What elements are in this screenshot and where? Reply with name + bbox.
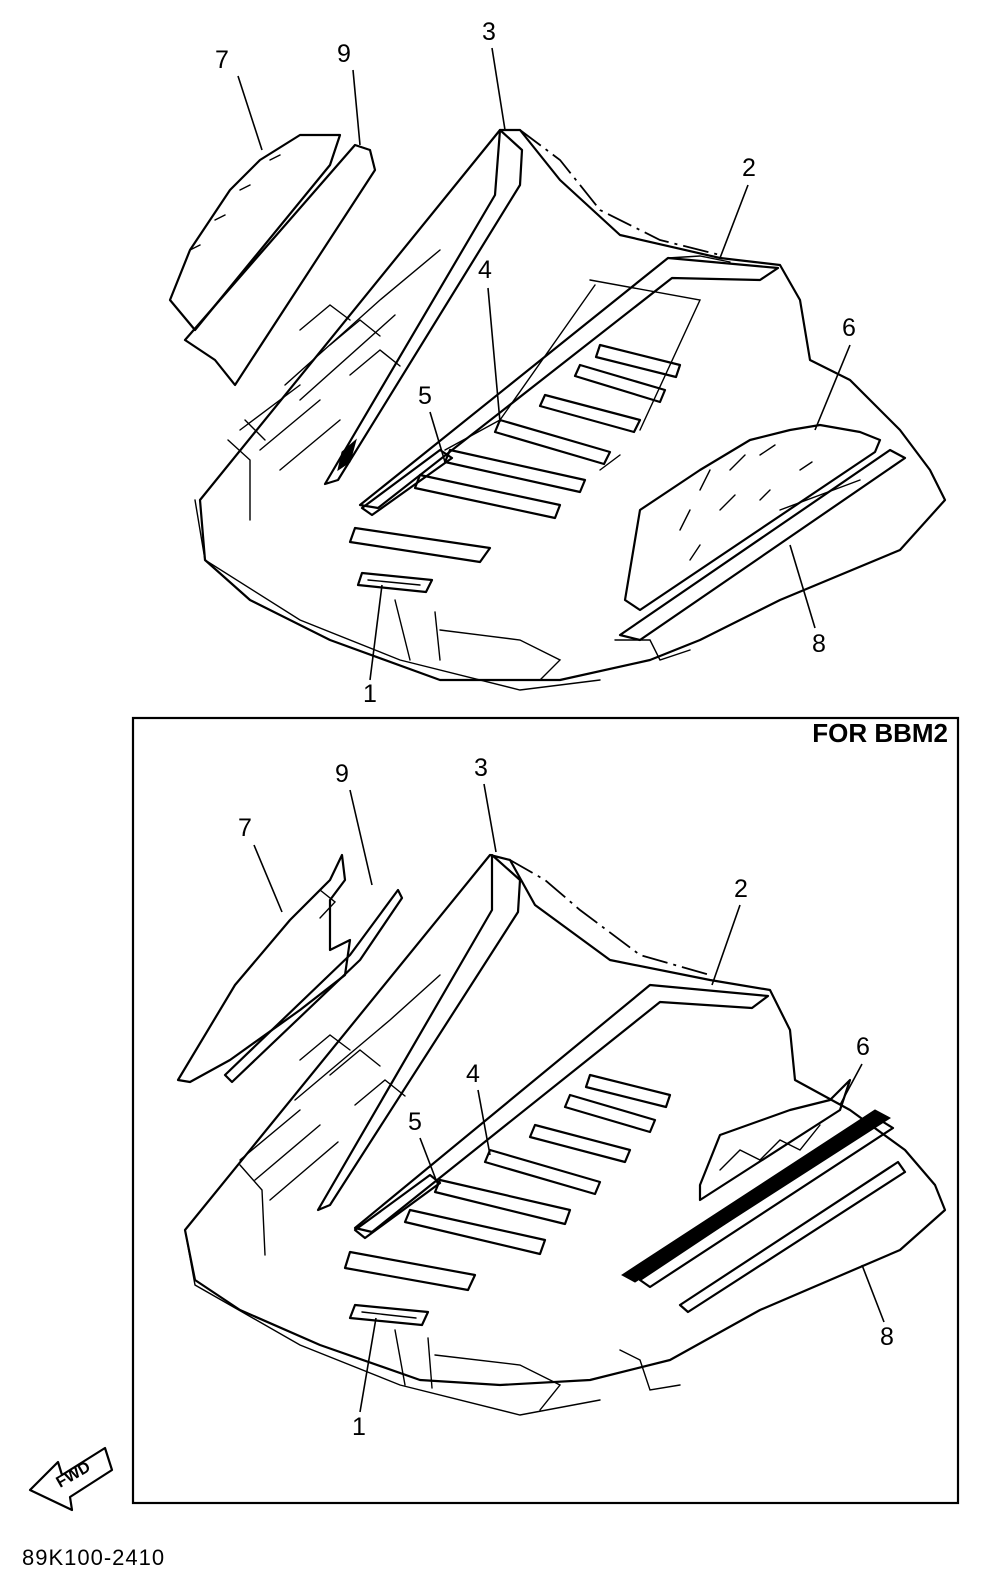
lower-callout-9: 9 <box>335 760 349 788</box>
lower-callout-6: 6 <box>856 1033 870 1061</box>
lower-callout-1: 1 <box>352 1413 366 1441</box>
lower-callout-2: 2 <box>734 875 748 903</box>
lower-callout-5: 5 <box>408 1108 422 1136</box>
box-label: FOR BBM2 <box>812 718 948 748</box>
lower-hood-drawing <box>176 853 947 1416</box>
upper-callout-1: 1 <box>363 680 377 708</box>
lower-callout-7: 7 <box>238 814 252 842</box>
upper-callout-6: 6 <box>842 314 856 342</box>
upper-callout-9: 9 <box>337 40 351 68</box>
lower-callout-4: 4 <box>466 1060 480 1088</box>
upper-callout-2: 2 <box>742 154 756 182</box>
upper-callout-3: 3 <box>482 18 496 46</box>
fwd-arrow-icon: FWD <box>28 1446 114 1512</box>
lower-callout-3: 3 <box>474 754 488 782</box>
bbm2-box <box>131 716 960 1505</box>
upper-callouts: 7 9 3 2 6 4 5 8 1 <box>215 18 856 708</box>
part-number: 89K100-2410 <box>22 1545 165 1570</box>
lower-callout-8: 8 <box>880 1323 894 1351</box>
upper-callout-8: 8 <box>812 630 826 658</box>
lower-callouts: 7 9 3 2 6 4 5 8 1 <box>238 754 894 1441</box>
upper-callout-7: 7 <box>215 46 229 74</box>
upper-callout-5: 5 <box>418 382 432 410</box>
upper-callout-4: 4 <box>478 256 492 284</box>
upper-hood-drawing <box>168 128 947 691</box>
